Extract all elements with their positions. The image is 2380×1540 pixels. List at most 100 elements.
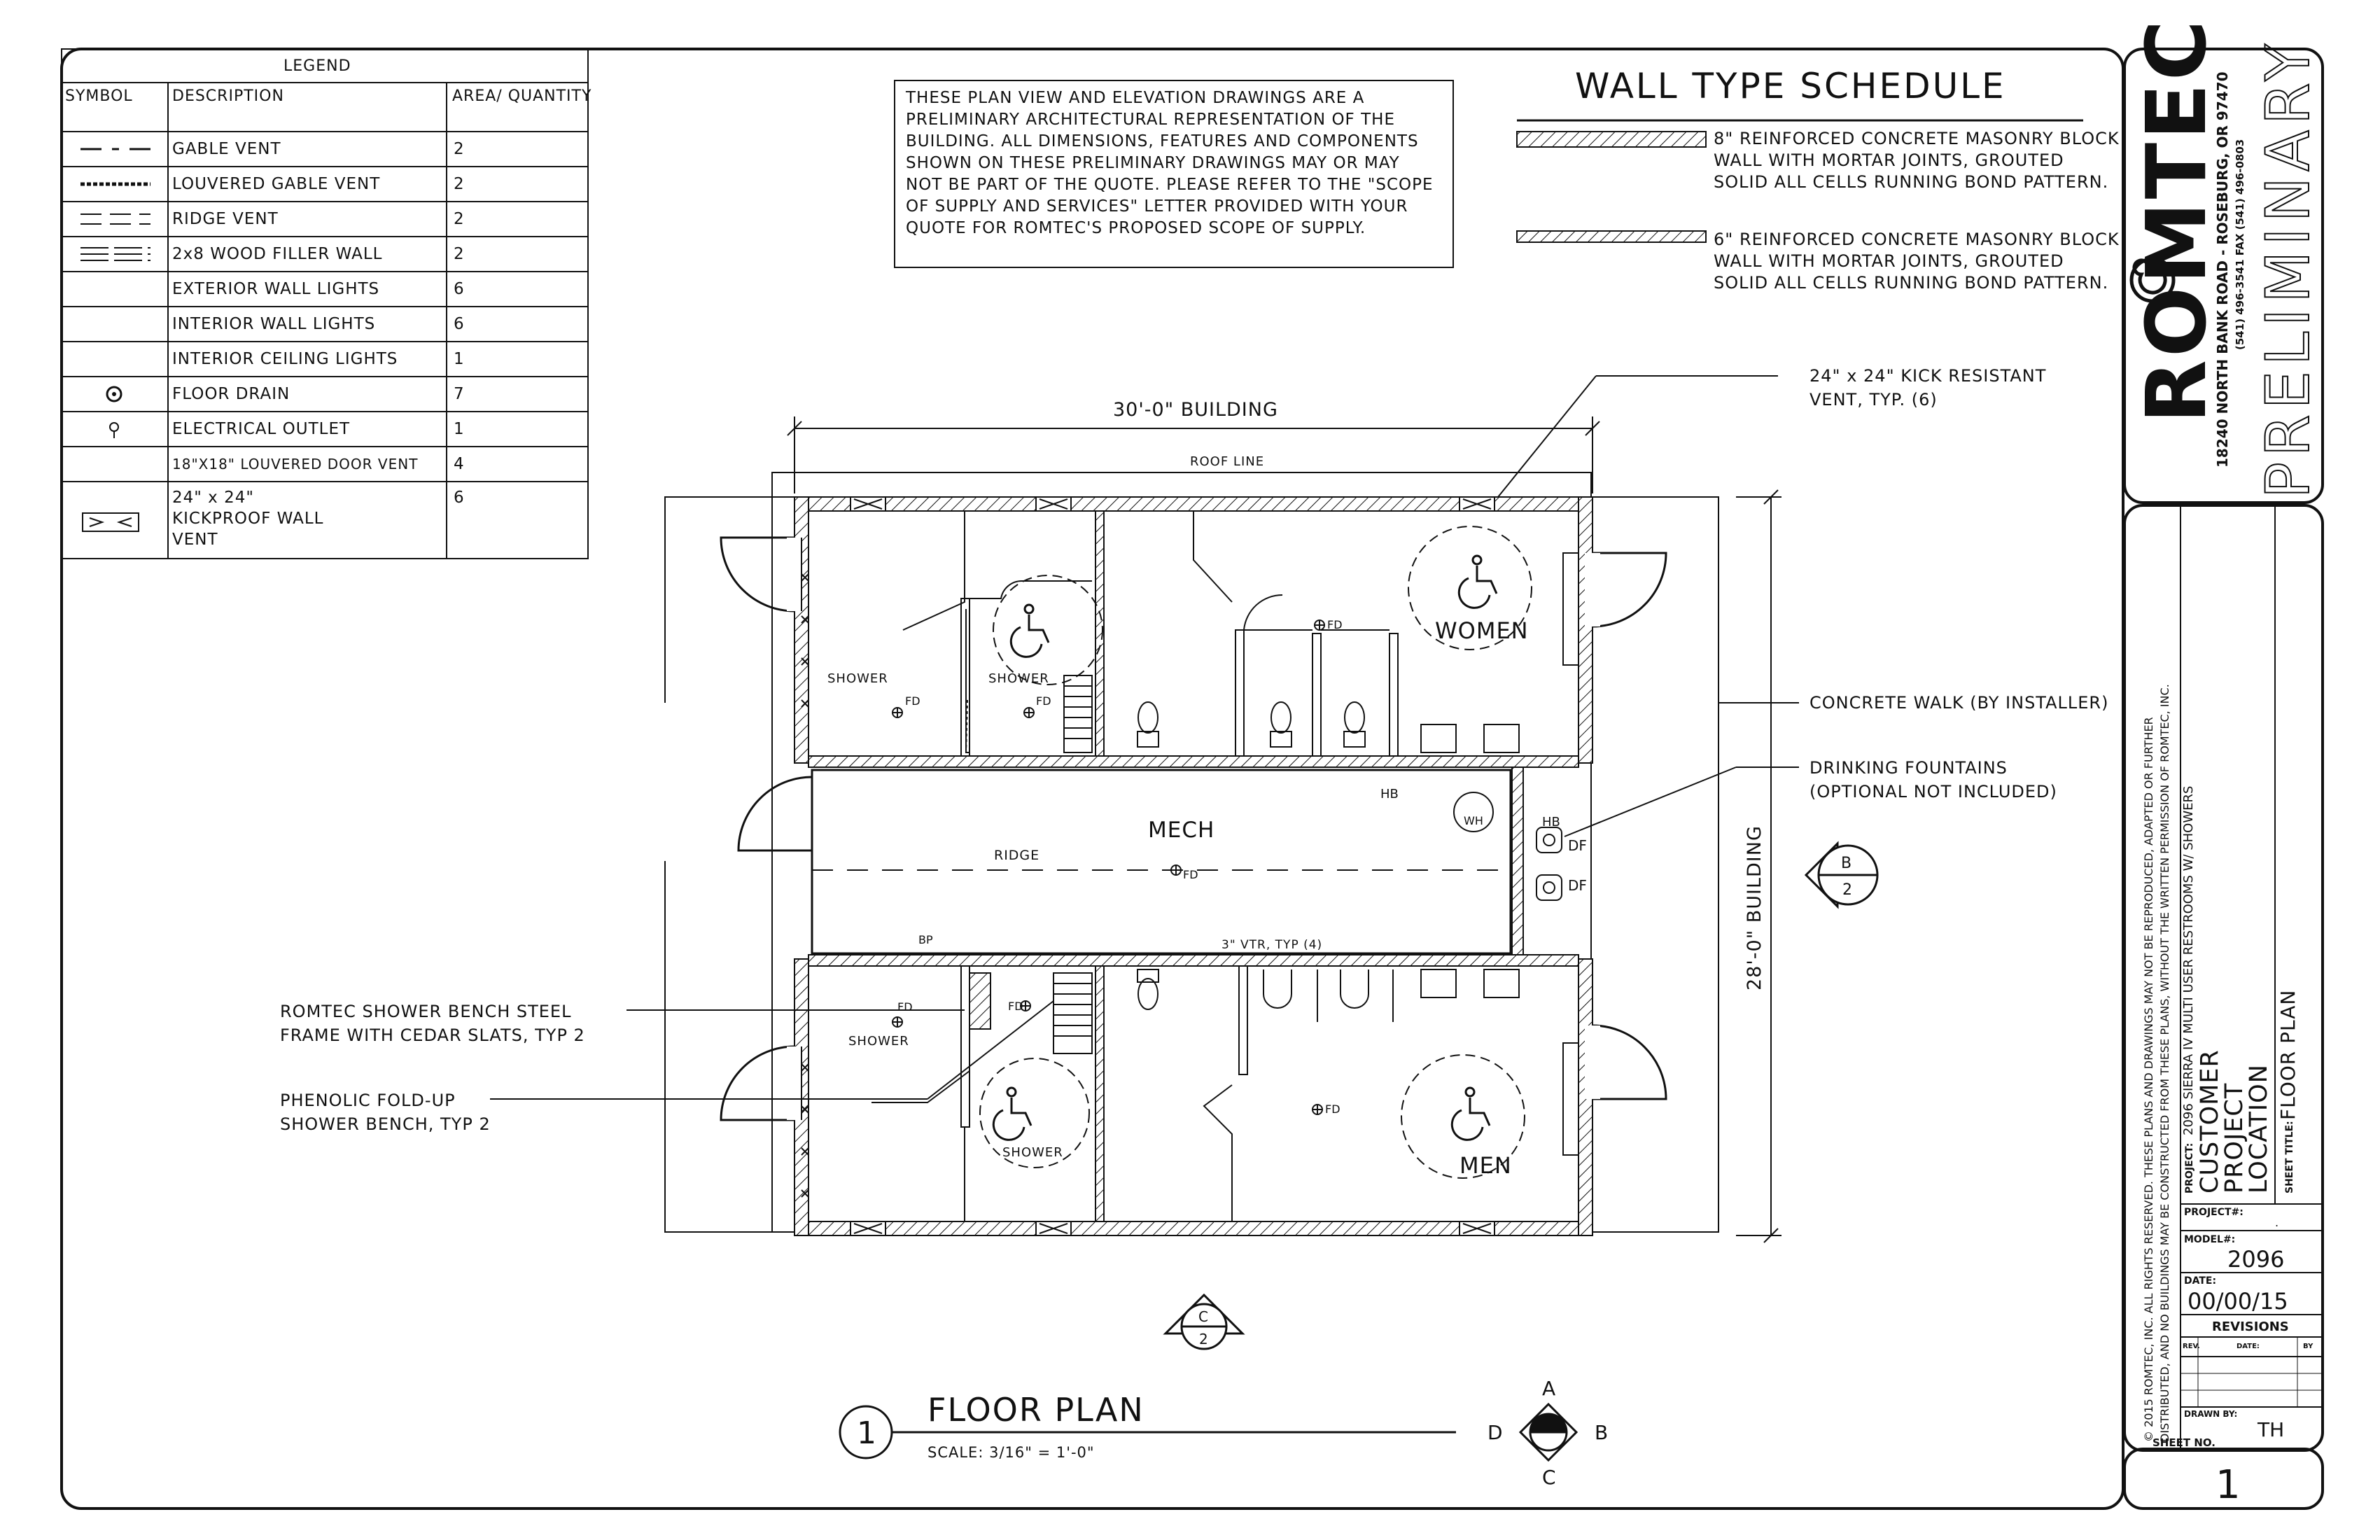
sheet-title-label: SHEET TITLE: [2284,1121,2295,1194]
title-block-text: ROMTEC 18240 NORTH BANK ROAD - ROSEBURG,… [2128,18,2324,1442]
hb-label-2: HB [1542,815,1560,830]
section-c-letter: C [1198,1308,1208,1325]
sheet-no-label: SHEET NO. [2152,1436,2216,1449]
ridge-vent-line [80,214,150,225]
water-heater-icon [1453,792,1494,832]
legend-row-description: 2x8 WOOD FILLER WALL [172,245,382,263]
dim-depth-label: 28'-0" BUILDING [1744,825,1765,990]
shower-label-1: SHOWER [827,671,888,686]
legend-text: LEGEND SYMBOL DESCRIPTION AREA/ QUANTITY [65,57,592,105]
company-name: ROMTEC [2128,18,2225,424]
legend-row-description: INTERIOR CEILING LIGHTS [172,350,398,368]
project-no-value: . [2275,1216,2278,1229]
model-value: 2096 [2227,1246,2284,1273]
compass-icon [1518,1402,1578,1462]
legend-row-quantity: 6 [454,489,464,507]
concrete-walk-callout: CONCRETE WALK (BY INSTALLER) [1809,693,2109,713]
wh-label: WH [1464,814,1483,827]
bp-label: BP [918,933,933,946]
legend-row-description-line: KICKPROOF WALL [172,510,323,528]
preliminary-stamp: PRELIMINARY [2253,38,2323,498]
roof-line [771,472,1592,1233]
kick-vent-icons [850,496,1495,1236]
accessible-icons [992,554,1498,1141]
legend-row-description-line: 24" x 24" [172,489,254,507]
compass-south-label: C [1542,1466,1556,1489]
project-name-line: 2096 SIERRA IV MULTI USER RESTROOMS W/ S… [2181,786,2196,1135]
legend-row-description: FLOOR DRAIN [172,385,290,403]
fd-label-7: FD [1325,1102,1340,1116]
fold-up-bench-callout-line-2: SHOWER BENCH, TYP 2 [280,1114,491,1134]
legend-row-description: 18"X18" LOUVERED DOOR VENT [172,456,418,472]
shower-label-3: SHOWER [848,1034,909,1049]
fd-label-5: FD [897,1000,913,1014]
wall-schedule-swatches [1516,119,2083,243]
rev-col-by: BY [2303,1343,2314,1350]
project-label: PROJECT: [2184,1143,2195,1194]
disclaimer-note: THESE PLAN VIEW AND ELEVATION DRAWINGS A… [896,82,1452,262]
wall-schedule-item-2: 6" REINFORCED CONCRETE MASONRY BLOCK WAL… [1714,230,2120,293]
customer-name: CUSTOMER [2196,1049,2224,1194]
title-block-fields: PROJECT#: . MODEL#: 2096 DATE: 00/00/15 … [2152,1207,2314,1508]
legend-row-quantity: 6 [454,280,464,298]
compass-west-label: D [1488,1421,1503,1444]
compass-north-label: A [1542,1377,1555,1400]
drinking-fountain-callout-line-2: (OPTIONAL NOT INCLUDED) [1809,782,2057,802]
legend-row-quantity: 6 [454,315,464,333]
legend-header-description: DESCRIPTION [172,88,284,105]
legend-row-quantity: 1 [454,350,464,368]
shower-bench-callout-line-1: ROMTEC SHOWER BENCH STEEL [280,1002,572,1021]
top-shower-area [902,511,1103,757]
drawn-by-label: DRAWN BY: [2184,1409,2237,1419]
copyright-line-1: © 2015 ROMTEC, INC. ALL RIGHTS RESERVED.… [2142,717,2155,1442]
outlet-icon [109,422,119,438]
kick-vent-callout: 24" x 24" KICK RESISTANT VENT, TYP. (6) [1809,364,2046,412]
legend-row-quantity: 4 [454,455,464,473]
date-label: DATE: [2184,1275,2216,1287]
room-women-label: WOMEN [1435,617,1529,644]
drawing-title: FLOOR PLAN [927,1391,1144,1429]
wall-schedule-item-1: 8" REINFORCED CONCRETE MASONRY BLOCK WAL… [1714,129,2120,192]
location-name: LOCATION [2245,1064,2273,1194]
shower-label-4: SHOWER [1002,1145,1063,1160]
room-mech-label: MECH [1148,818,1214,843]
legend-table [61,48,589,559]
legend-title: LEGEND [284,57,351,75]
wall-schedule-title: WALL TYPE SCHEDULE [1575,66,2006,106]
shower-bench-callout-line-2: FRAME WITH CEDAR SLATS, TYP 2 [280,1026,585,1045]
company-address: 18240 NORTH BANK ROAD - ROSEBURG, OR 974… [2214,72,2231,468]
legend-row-quantity: 2 [454,210,464,228]
date-value: 00/00/15 [2188,1288,2288,1315]
roof-line-label: ROOF LINE [1190,454,1264,469]
legend-row-description-line: VENT [172,531,218,549]
leader-lines [490,375,1799,1100]
sheet-title: FLOOR PLAN [2276,990,2300,1120]
fold-up-bench-callout-line-1: PHENOLIC FOLD-UP [280,1091,456,1110]
title-block [2123,48,2324,1510]
legend-row-description: RIDGE VENT [172,210,279,228]
df-label-2: DF [1568,877,1587,894]
legend-row-description: GABLE VENT [172,140,281,158]
fd-label-1: FD [905,694,920,708]
exterior-light-marks [801,573,809,1198]
drawn-by-value: TH [2257,1418,2284,1441]
compass-east-label: B [1595,1421,1608,1444]
drinking-fountain-icons [1536,827,1562,901]
plan-labels: 30'-0" BUILDING ROOF LINE 28'-0" BUILDIN… [827,66,2006,1489]
exterior-walls [794,496,1593,1236]
section-c-number: 2 [1199,1331,1208,1348]
section-b-letter: B [1841,855,1851,872]
drawing-number: 1 [857,1415,876,1451]
men-fixtures [1137,965,1579,1222]
legend-row-quantity: 1 [454,420,464,438]
concrete-walk-outline [664,496,1719,1233]
filler-wall-lines [80,247,150,261]
legend-row-description: EXTERIOR WALL LIGHTS [172,280,379,298]
romtec-logo-icon [2129,257,2176,303]
drinking-fountain-callout: DRINKING FOUNTAINS (OPTIONAL NOT INCLUDE… [1809,756,2057,804]
legend-header-quantity: AREA/ QUANTITY [452,88,592,105]
drinking-fountain-callout-line-1: DRINKING FOUNTAINS [1809,758,2008,778]
room-men-label: MEN [1460,1152,1512,1179]
project-title: PROJECT [2220,1083,2248,1194]
